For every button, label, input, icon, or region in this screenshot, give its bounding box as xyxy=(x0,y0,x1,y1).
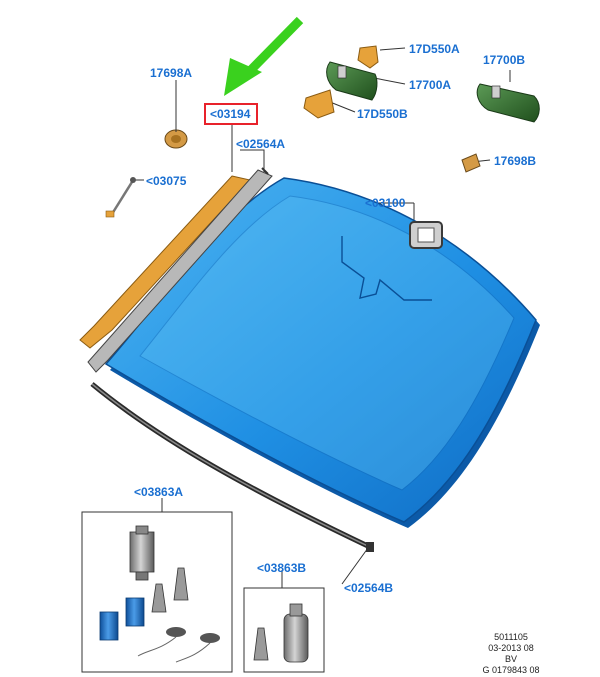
label-02564b[interactable]: <02564B xyxy=(344,581,394,595)
label-03863a[interactable]: <03863A xyxy=(134,485,184,499)
part-highlight-box xyxy=(204,103,258,125)
highlight-arrow-icon xyxy=(224,16,304,96)
reference-line-1: 5011105 xyxy=(494,632,528,642)
pillar-moulding xyxy=(79,167,273,373)
sensor-gasket xyxy=(409,221,443,249)
label-03863b[interactable]: <03863B xyxy=(257,561,307,575)
lower-seal xyxy=(90,382,374,552)
label-02564a[interactable]: <02564A xyxy=(236,137,286,151)
rear-view-mirror-b xyxy=(476,83,540,123)
reference-line-2: 03-2013 08 xyxy=(488,643,534,653)
reference-line-4: G 0179843 08 xyxy=(482,665,540,675)
label-17d550a[interactable]: 17D550A xyxy=(409,42,460,56)
label-03194[interactable]: <03194 xyxy=(210,107,251,121)
label-17d550b[interactable]: 17D550B xyxy=(357,107,408,121)
diagram-reference: 5011105 03-2013 08 BV G 0179843 08 xyxy=(478,632,544,676)
adhesive-kit-b xyxy=(243,587,325,673)
label-03075[interactable]: <03075 xyxy=(146,174,187,188)
label-17698b[interactable]: 17698B xyxy=(494,154,537,168)
sensor-pad-a xyxy=(164,128,188,149)
windshield-glass xyxy=(104,177,540,528)
rear-view-mirror-a xyxy=(303,45,379,119)
wire-bracket xyxy=(105,177,136,218)
sensor-pad-b xyxy=(461,153,481,173)
reference-line-3: BV xyxy=(504,654,517,664)
label-03100[interactable]: <03100 xyxy=(365,196,406,210)
label-17700a[interactable]: 17700A xyxy=(409,78,452,92)
label-17700b[interactable]: 17700B xyxy=(483,53,526,67)
label-17698a[interactable]: 17698A xyxy=(150,66,193,80)
adhesive-kit-a xyxy=(81,511,233,673)
